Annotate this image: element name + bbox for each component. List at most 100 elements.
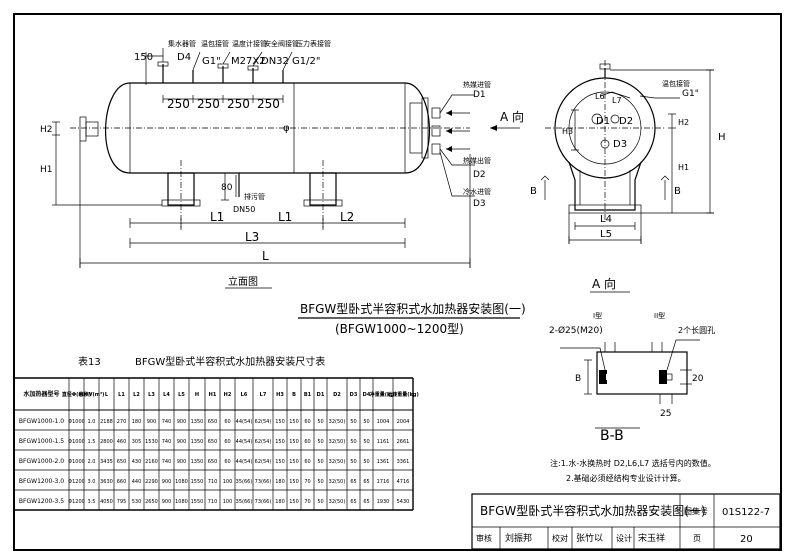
review-label: 审核	[476, 533, 492, 543]
table-cell: BFGW1000-1.5	[19, 438, 64, 445]
table-cell: 1.0	[88, 419, 96, 425]
callout-hot-water-in: 热媒进管	[463, 80, 491, 89]
table-cell: 32(50)	[329, 499, 346, 505]
table-header-cell: L3	[148, 392, 155, 398]
table-cell: 50	[317, 459, 323, 465]
table-cell: 1530	[145, 439, 158, 445]
page-label: 页	[693, 534, 701, 543]
table-cell: 650	[208, 419, 218, 425]
table-cell: 740	[162, 459, 172, 465]
dim-h1-left: H1	[40, 165, 53, 175]
table-cell: 2800	[100, 439, 113, 445]
atlas-label: 图集号	[684, 506, 708, 516]
table-cell: 1350	[191, 439, 204, 445]
section-mark-b-left: B	[530, 186, 537, 197]
size-d4: D4	[177, 52, 191, 63]
table-cell: 900	[147, 419, 157, 425]
spacing-250-2: 250	[197, 97, 220, 111]
table-cell: 35(66)	[236, 479, 253, 485]
side-label-d3: D3	[613, 139, 627, 150]
table-cell: 32(50)	[329, 439, 346, 445]
table-cell: 2650	[145, 499, 158, 505]
table-cell: 1716	[377, 479, 390, 485]
table-cell: BFGW1200-3.5	[19, 498, 64, 505]
table-cell: 1161	[377, 439, 390, 445]
table-cell: 62(54)	[255, 419, 272, 425]
dim-l: L	[262, 249, 269, 263]
size-g1-2: G1/2"	[292, 56, 320, 67]
table-cell: 1550	[191, 499, 204, 505]
table-header-cell: 运转重量(kg)	[387, 391, 418, 398]
table-cell: 60	[224, 439, 230, 445]
table-cell: 180	[275, 499, 285, 505]
table-cell: 3.5	[88, 499, 96, 505]
table-cell: 900	[177, 439, 187, 445]
section-holes-label: 2-Ø25(M20)	[549, 325, 603, 336]
table-cell: 1930	[377, 499, 390, 505]
label-d1: D1	[473, 90, 486, 100]
label-d2: D2	[473, 170, 486, 180]
table-cell: 150	[289, 419, 299, 425]
table-cell: 2290	[145, 479, 158, 485]
reviewer-signature: 刘振邦	[505, 532, 532, 544]
size-dn32: DN32	[261, 56, 289, 67]
table-header-cell: D3	[350, 392, 358, 398]
table-header-cell: L5	[178, 392, 185, 398]
table-header-cell: L4	[163, 392, 170, 398]
drawing-title-line1: BFGW型卧式半容积式水加热器安装图(一)	[300, 301, 526, 316]
table-caption: BFGW型卧式半容积式水加热器安装尺寸表	[135, 355, 325, 368]
table-cell: 305	[132, 439, 142, 445]
section-dim-20: 20	[692, 374, 704, 384]
label-dn50: DN50	[233, 205, 255, 214]
table-cell: Φ1000	[68, 439, 85, 445]
side-view	[540, 60, 714, 293]
note-1: 注:1.水-水换热时 D2,L6,L7 选括号内的数值。	[550, 458, 716, 468]
table-cell: 44(54)	[236, 439, 253, 445]
table-header-cell: 容积V(m³)	[78, 391, 105, 398]
table-caption-no: 表13	[78, 355, 101, 368]
table-header-cell: D2	[333, 392, 341, 398]
spacing-250-4: 250	[257, 97, 280, 111]
table-cell: 70	[304, 479, 310, 485]
section-type-i: I型	[593, 311, 602, 320]
table-cell: 2188	[100, 419, 113, 425]
table-cell: 740	[162, 439, 172, 445]
table-cell: 65	[350, 499, 356, 505]
table-cell: 60	[304, 459, 310, 465]
table-cell: 65	[363, 499, 369, 505]
table-header-cell: L6	[241, 392, 248, 398]
table-cell: 2160	[145, 459, 158, 465]
table-cell: 32(50)	[329, 459, 346, 465]
table-cell: 2004	[397, 419, 410, 425]
table-cell: BFGW1000-2.0	[19, 458, 64, 465]
section-mark-b-right: B	[674, 186, 681, 197]
table-cell: 60	[304, 419, 310, 425]
table-cell: BFGW1000-1.0	[19, 418, 64, 425]
section-type-ii: II型	[654, 311, 665, 320]
section-dim-25: 25	[660, 409, 671, 419]
table-cell: 73(66)	[255, 499, 272, 505]
dim-150: 150	[134, 52, 153, 63]
table-cell: 430	[132, 459, 142, 465]
table-cell: 710	[208, 479, 218, 485]
table-header-cell: L2	[133, 392, 140, 398]
table-cell: 60	[304, 439, 310, 445]
page-number: 20	[740, 534, 753, 545]
spacing-250-1: 250	[167, 97, 190, 111]
callout-safety-valve-pipe: 安全阀接管	[264, 39, 299, 48]
table-cell: 60	[224, 459, 230, 465]
side-label-l6: L6	[595, 92, 605, 101]
callout-collector-pipe: 集水器管	[168, 39, 196, 48]
table-cell: 62(54)	[255, 439, 272, 445]
table-cell: 44(54)	[236, 459, 253, 465]
section-title: B-B	[600, 428, 624, 444]
table-cell: 32(50)	[329, 479, 346, 485]
check-label: 校对	[552, 533, 568, 543]
table-cell: 460	[117, 439, 127, 445]
table-cell: 50	[350, 419, 356, 425]
callout-hot-water-out: 热媒出管	[463, 156, 491, 165]
note-2: 2.基础必须经结构专业设计计算。	[566, 473, 686, 483]
table-cell: 150	[289, 439, 299, 445]
dim-80: 80	[221, 183, 233, 193]
